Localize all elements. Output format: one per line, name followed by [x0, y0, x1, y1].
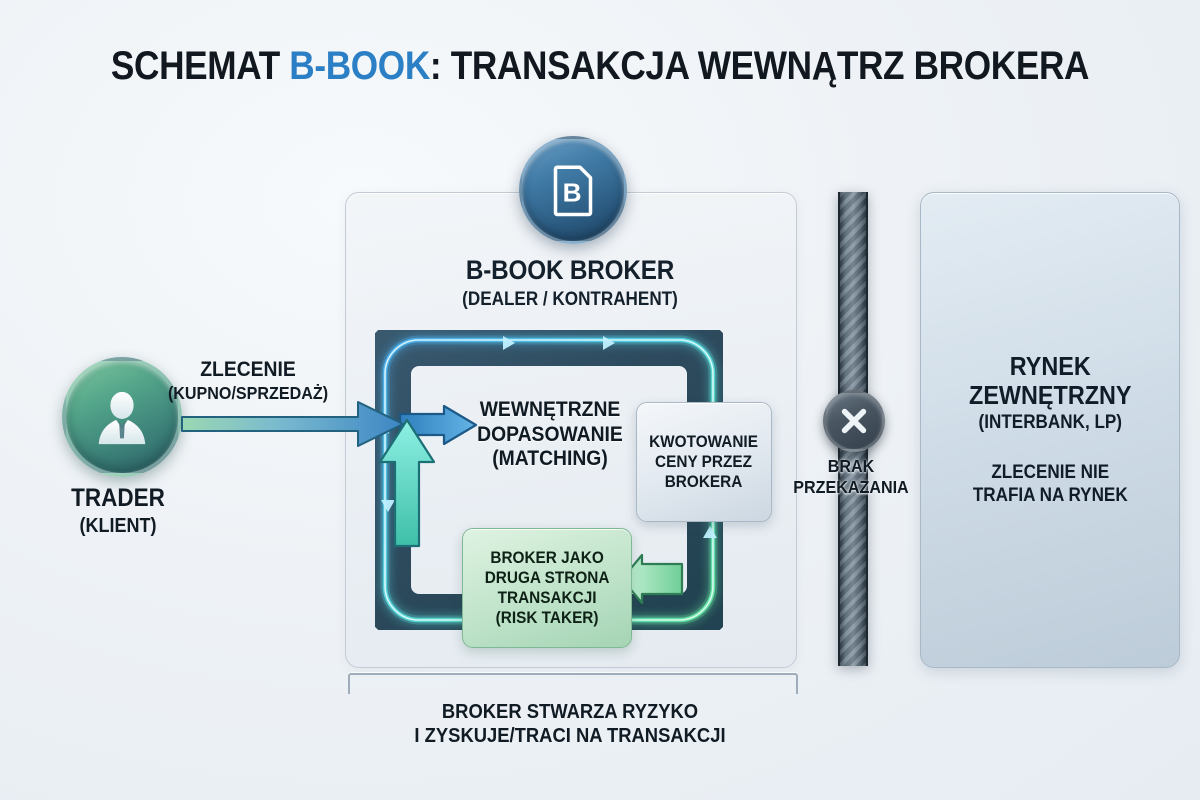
external-market-panel: RYNEK ZEWNĘTRZNY (INTERBANK, LP) ZLECENI…: [920, 192, 1180, 668]
market-line5: TRAFIA NA RYNEK: [972, 485, 1128, 507]
footer-caption: BROKER STWARZA RYZYKO I ZYSKUJE/TRACI NA…: [340, 700, 800, 749]
quote-line1: KWOTOWANIE: [649, 432, 759, 451]
quote-line2: CENY PRZEZ: [655, 452, 753, 471]
footer-caption-line2: I ZYSKUJE/TRACI NA TRANSAKCJI: [414, 725, 726, 748]
title-accent: B-BOOK: [289, 44, 430, 88]
loop-arrow-to-risk-card: [620, 552, 684, 606]
loop-arrow-up-left: [378, 418, 436, 548]
internal-matching-label: WEWNĘTRZNE DOPASOWANIE (MATCHING): [463, 398, 638, 472]
b-book-document-icon: B: [519, 136, 627, 244]
matching-line2: DOPASOWANIE: [477, 422, 623, 446]
trader-label-line1: TRADER: [71, 484, 165, 512]
trader-label: TRADER (KLIENT): [38, 484, 198, 538]
title-prefix: SCHEMAT: [110, 44, 290, 88]
market-line1: RYNEK: [1009, 351, 1091, 382]
barrier-label: BRAK PRZEKAZANIA: [784, 456, 918, 498]
quote-line3: BROKERA: [665, 473, 743, 492]
market-line2: ZEWNĘTRZNY: [968, 380, 1132, 411]
barrier-label-line1: BRAK: [827, 456, 875, 476]
x-block-icon: [823, 390, 885, 452]
order-flow-label: ZLECENIE (KUPNO/SPRZEDAŻ): [118, 358, 378, 404]
svg-text:B: B: [563, 177, 582, 207]
matching-line1: WEWNĘTRZNE: [479, 398, 621, 421]
footer-caption-line1: BROKER STWARZA RYZYKO: [441, 701, 699, 723]
broker-risk-taker-card: BROKER JAKO DRUGA STRONA TRANSAKCJI (RIS…: [462, 528, 632, 648]
broker-heading-line2: (DEALER / KONTRAHENT): [462, 289, 678, 310]
risk-line4: (RISK TAKER): [495, 609, 599, 628]
risk-line2: DRUGA STRONA: [484, 568, 610, 587]
footer-bracket: [348, 673, 798, 694]
order-label-line2: (KUPNO/SPRZEDAŻ): [167, 383, 329, 403]
market-line3: (INTERBANK, LP): [978, 412, 1122, 434]
market-line4: ZLECENIE NIE: [991, 462, 1109, 484]
order-flow-arrow-icon: [180, 398, 405, 450]
risk-line1: BROKER JAKO: [490, 548, 604, 567]
user-avatar-icon: [62, 357, 182, 477]
order-label-line1: ZLECENIE: [200, 358, 296, 381]
trader-label-line2: (KLIENT): [79, 515, 157, 537]
broker-heading-line1: B-BOOK BROKER: [465, 255, 675, 285]
barrier-label-line2: PRZEKAZANIA: [793, 477, 909, 497]
page-title: SCHEMAT B-BOOK: TRANSAKCJA WEWNĄTRZ BROK…: [72, 44, 1128, 89]
matching-line3: (MATCHING): [492, 447, 608, 471]
risk-line3: TRANSAKCJI: [497, 589, 597, 607]
broker-price-quoting-card: KWOTOWANIE CENY PRZEZ BROKERA: [636, 402, 772, 522]
title-suffix: : TRANSAKCJA WEWNĄTRZ BROKERA: [429, 44, 1090, 88]
broker-heading: B-BOOK BROKER (DEALER / KONTRAHENT): [345, 255, 795, 311]
